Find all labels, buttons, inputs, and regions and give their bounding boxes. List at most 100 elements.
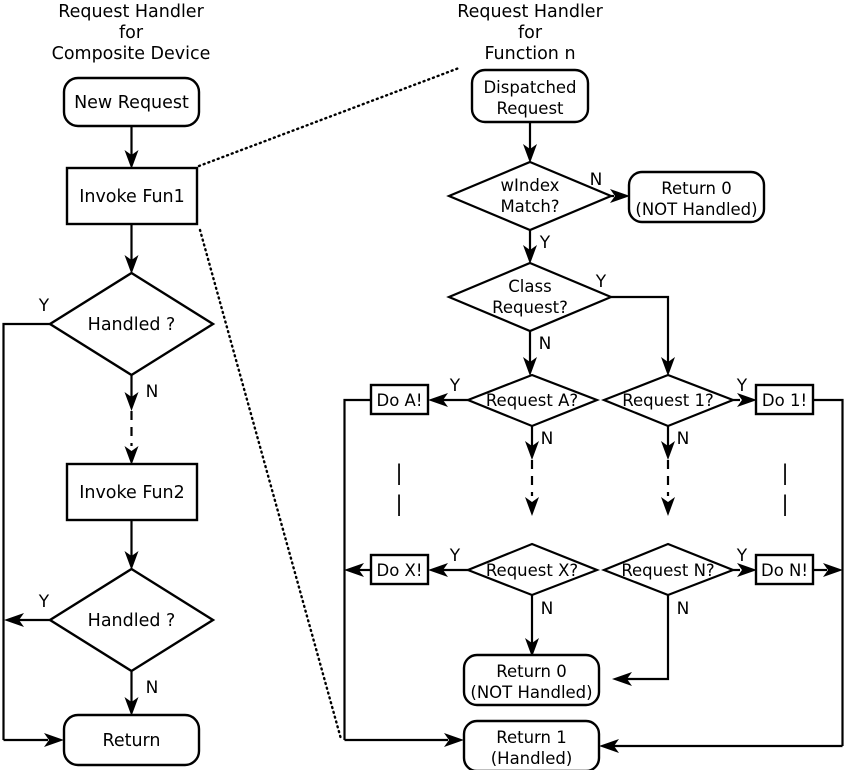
ellipsis-left-2: |: [395, 492, 402, 517]
edge-class-no-to-requesta: [523, 331, 537, 376]
handled-1-label: Handled ?: [88, 315, 176, 335]
handled-2-label: Handled ?: [88, 611, 176, 631]
node-request-a: Request A? Y N: [449, 373, 601, 449]
edge-requesta-yes-to-doa: [428, 393, 468, 407]
title-left-line3: Composite Device: [52, 44, 211, 64]
windex-no-label: N: [590, 170, 603, 190]
request-n-no-label: N: [677, 599, 690, 619]
request-1-no-label: N: [677, 429, 690, 449]
node-do-n: Do N!: [754, 553, 815, 586]
node-dispatched-request: Dispatched Request: [470, 68, 590, 124]
edge-handled1-no-to-fun2: [124, 375, 139, 465]
edge-dox-to-left-rail: [344, 563, 371, 577]
edge-request1-yes-to-do1: [733, 393, 757, 407]
return0-top-shape: [627, 170, 766, 224]
zoom-connector-top: [197, 66, 461, 168]
edge-requestx-yes-to-dox: [428, 563, 468, 577]
dispatched-request-line2: Request: [496, 99, 564, 118]
handled-1-no-label: N: [146, 382, 159, 402]
return1-line2: (Handled): [491, 749, 573, 768]
do-a-label: Do A!: [377, 391, 423, 410]
dispatched-request-line1: Dispatched: [483, 78, 576, 97]
node-invoke-fun2: Invoke Fun2: [65, 462, 199, 522]
request-n-yes-label: Y: [736, 546, 748, 566]
request-x-yes-label: Y: [449, 546, 461, 566]
windex-match-shape: [446, 160, 614, 232]
request-a-label: Request A?: [486, 391, 578, 410]
request-1-yes-label: Y: [736, 376, 748, 396]
invoke-fun2-shape: [65, 462, 199, 522]
return1-shape: [462, 719, 601, 770]
return0-bottom-line1: Return 0: [496, 662, 567, 681]
node-return0-top: Return 0 (NOT Handled): [627, 170, 766, 224]
do-1-label: Do 1!: [762, 391, 807, 410]
node-request-n: Request N? Y N: [601, 542, 748, 619]
return0-bottom-line2: (NOT Handled): [470, 683, 592, 702]
handled-2-no-label: N: [146, 678, 159, 698]
node-handled-2: Handled ? Y N: [38, 567, 216, 698]
class-yes-label: Y: [595, 272, 607, 292]
edge-requestn-no-to-return0: [612, 595, 670, 686]
node-class-request: Class Request? Y N: [446, 261, 614, 354]
class-request-line1: Class: [508, 277, 551, 296]
edge-requestn-yes-to-don: [733, 563, 757, 577]
title-left-column: Request Handler for Composite Device: [52, 2, 211, 64]
return0-top-line2: (NOT Handled): [635, 200, 757, 219]
request-x-label: Request X?: [486, 561, 578, 580]
edge-newrequest-to-fun1: [124, 126, 139, 169]
edge-requestx-no-to-return0: [525, 595, 539, 657]
edge-right-rail-to-return1: [599, 739, 843, 753]
return-shape: [62, 713, 201, 767]
zoom-connector-bottom: [198, 228, 343, 741]
edge-handled2-no-to-return: [124, 671, 139, 716]
node-do-a: Do A!: [369, 383, 430, 416]
title-left-line2: for: [119, 23, 144, 43]
edge-handled1-yes-to-rail: [2, 322, 50, 740]
title-right-line1: Request Handler: [457, 2, 603, 22]
request-n-label: Request N?: [621, 561, 714, 580]
request-a-no-label: N: [541, 429, 554, 449]
windex-yes-label: Y: [539, 233, 551, 253]
edge-do1-to-right-rail: [813, 398, 844, 746]
return0-top-line1: Return 0: [661, 179, 732, 198]
invoke-fun2-label: Invoke Fun2: [79, 483, 185, 503]
do-x-label: Do X!: [377, 561, 423, 580]
windex-match-line2: Match?: [500, 197, 559, 216]
class-request-line2: Request?: [492, 298, 568, 317]
edge-fun1-to-handled1: [124, 224, 139, 274]
request-1-label: Request 1?: [622, 391, 714, 410]
node-new-request: New Request: [62, 76, 201, 128]
edge-windex-yes-to-class: [523, 230, 537, 264]
edge-don-to-right-rail: [813, 563, 843, 577]
edge-dispatched-to-windex: [523, 122, 537, 163]
do-n-label: Do N!: [761, 561, 808, 580]
class-no-label: N: [539, 334, 552, 354]
title-left-line1: Request Handler: [58, 2, 204, 22]
title-right-line2: for: [518, 23, 543, 43]
invoke-fun1-label: Invoke Fun1: [79, 187, 185, 207]
edge-requesta-no-to-requestx: [525, 426, 539, 516]
node-do-1: Do 1!: [754, 383, 815, 416]
edge-class-yes-to-request1: [611, 295, 675, 376]
node-return1: Return 1 (Handled): [462, 719, 601, 770]
new-request-label: New Request: [74, 93, 189, 113]
node-do-x: Do X!: [369, 553, 430, 586]
node-return0-bottom: Return 0 (NOT Handled): [462, 653, 601, 707]
node-request-1: Request 1? Y N: [601, 373, 748, 449]
ellipsis-left-1: |: [395, 461, 402, 486]
windex-match-line1: wIndex: [501, 176, 560, 195]
ellipsis-right-1: |: [781, 461, 788, 486]
handled-1-yes-label: Y: [38, 296, 50, 316]
edge-handled2-yes-to-rail: [4, 613, 50, 627]
title-right-line3: Function n: [484, 44, 575, 64]
return0-bottom-shape: [462, 653, 601, 707]
invoke-fun1-shape: [65, 166, 199, 226]
node-return: Return: [62, 713, 201, 767]
node-invoke-fun1: Invoke Fun1: [65, 166, 199, 226]
edge-doa-to-left-rail: [343, 398, 371, 740]
request-a-yes-label: Y: [449, 376, 461, 396]
edge-left-rail-to-return1: [344, 733, 464, 747]
node-handled-1: Handled ? Y N: [38, 271, 216, 402]
